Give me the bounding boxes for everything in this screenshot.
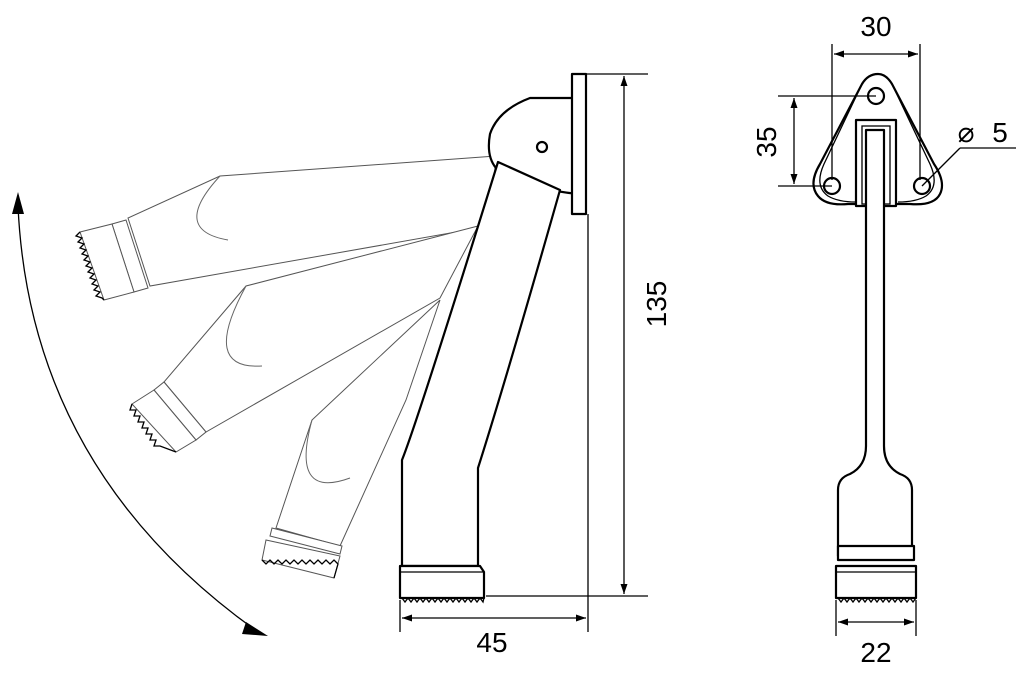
dimension-label-135: 135 [641, 281, 672, 328]
swing-arc [12, 192, 268, 636]
dimension-label-35: 35 [751, 126, 782, 157]
hinge-pin [535, 140, 549, 154]
dimension-label-45: 45 [476, 627, 507, 658]
wall-plate [570, 72, 588, 216]
dimension-label-22: 22 [860, 637, 891, 668]
ghost-position-lower [261, 299, 441, 579]
side-view [398, 72, 588, 604]
front-collar [836, 544, 916, 562]
dimension-front-hole-spacing: 35 [751, 95, 876, 187]
dimension-hole-diameter: ⌀ 5 [921, 117, 1016, 187]
dimension-side-height: 135 [486, 73, 672, 597]
ghost-position-middle [129, 225, 479, 453]
dimension-front-top-width: 30 [831, 11, 921, 180]
diameter-symbol: ⌀ [958, 117, 975, 148]
dimension-side-width: 45 [399, 214, 589, 658]
front-view [812, 72, 944, 604]
dimension-foot-width: 22 [835, 600, 917, 668]
dimension-label-5: 5 [992, 117, 1008, 148]
rubber-foot [398, 564, 486, 600]
dimension-label-30: 30 [860, 11, 891, 42]
front-rubber-foot [834, 564, 918, 600]
